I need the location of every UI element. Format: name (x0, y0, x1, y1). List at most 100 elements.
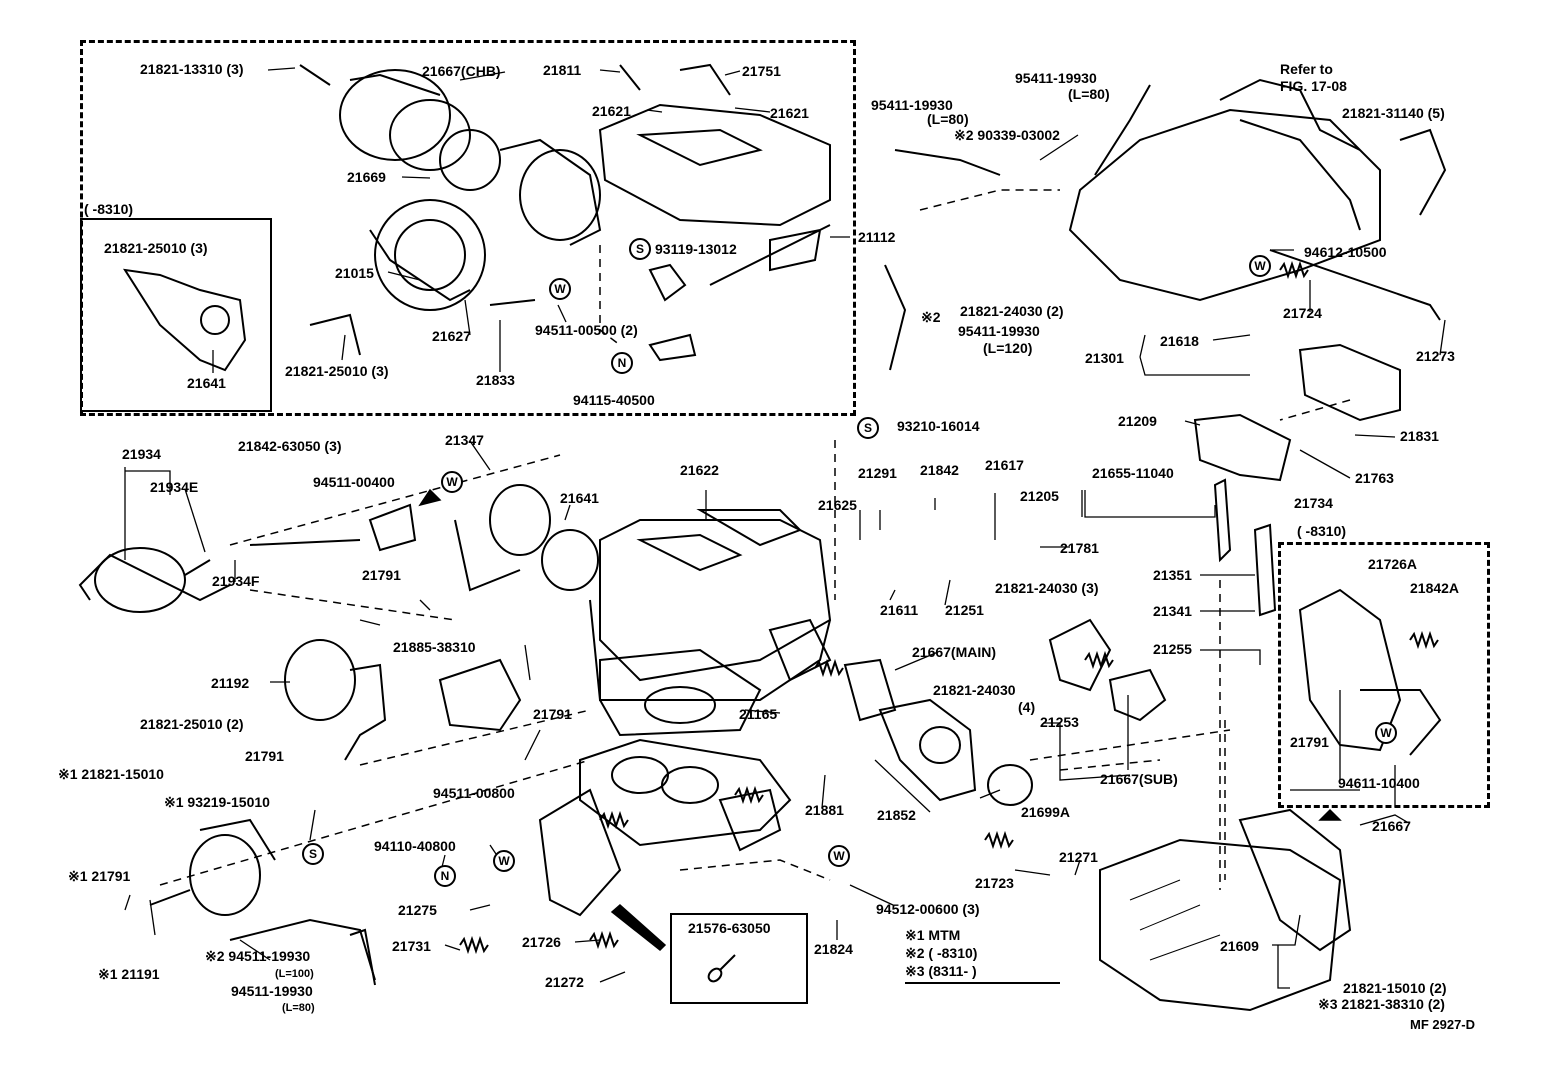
part-label: 21781 (1060, 540, 1099, 556)
needle-valve-drawing (1213, 478, 1277, 617)
w-mark-circle: W (1249, 255, 1271, 277)
part-label: (L=120) (983, 340, 1033, 356)
part-label: 21791 (533, 706, 572, 722)
part-label: 21621 (592, 103, 631, 119)
part-label: 21726 (522, 934, 561, 950)
part-label: 21641 (187, 375, 226, 391)
part-label: 94110-40800 (374, 838, 456, 854)
w-mark-circle: W (441, 471, 463, 493)
part-label: 21842-63050 (3) (238, 438, 342, 454)
part-label: 21341 (1153, 603, 1192, 619)
part-label: 21699A (1021, 804, 1071, 820)
part-label: 93210-16014 (897, 418, 980, 434)
part-label: ※1 21791 (68, 868, 131, 884)
part-label: 21821-24030 (2) (960, 303, 1064, 319)
part-label: 21112 (858, 229, 896, 245)
switch-drawing (1298, 343, 1401, 422)
part-label: 94511-00800 (433, 785, 515, 801)
n-mark-circle: N (434, 865, 456, 887)
part-label: 21667(CHB) (422, 63, 501, 79)
part-label: ※2 94511-19930 (205, 948, 311, 964)
part-label: 94512-00600 (3) (876, 901, 980, 917)
part-label: 21731 (392, 938, 431, 954)
vacuum-actuator-drawing (149, 818, 376, 981)
part-label: 21667 (1372, 818, 1411, 834)
float-drawing (1193, 413, 1292, 482)
part-label: 21015 (335, 265, 374, 281)
part-label: 21347 (445, 432, 484, 448)
springs-drawing (459, 260, 1439, 955)
part-label: 21622 (680, 462, 719, 478)
part-label: 21724 (1283, 305, 1322, 321)
part-label: 21821-25010 (3) (104, 240, 208, 256)
part-label: 21791 (1290, 734, 1329, 750)
part-label: 21833 (476, 372, 515, 388)
carburetor-body-drawing (454, 484, 832, 701)
w-mark-circle: W (549, 278, 571, 300)
legend: ※1 MTM ※2 ( -8310) ※3 (8311- ) (905, 927, 1060, 985)
part-label: 21824 (814, 941, 853, 957)
part-label: 21842A (1410, 580, 1460, 596)
part-label: 21723 (975, 875, 1014, 891)
part-label: 94611-10400 (1338, 775, 1420, 791)
assembly-lines (159, 189, 1351, 890)
legend-text: ( -8310) (928, 945, 978, 961)
part-label: 21255 (1153, 641, 1192, 657)
part-label: (L=80) (927, 111, 969, 127)
part-label: 93119-13012 (655, 241, 737, 257)
part-label: 21821-13310 (3) (140, 61, 244, 77)
legend-text: (8311- ) (928, 963, 977, 979)
part-label: 94612-10500 (1304, 244, 1387, 260)
part-label: 21821-15010 (2) (1343, 980, 1447, 996)
part-label: 21791 (245, 748, 284, 764)
part-label: 21209 (1118, 413, 1157, 429)
part-label: 21627 (432, 328, 471, 344)
part-label: 21885-38310 (393, 639, 476, 655)
w-mark-circle: W (828, 845, 850, 867)
w-mark-circle: W (1375, 722, 1397, 744)
part-label: 21831 (1400, 428, 1439, 444)
legend-text: MTM (928, 927, 961, 943)
part-label: 21272 (545, 974, 584, 990)
right-box-header: ( -8310) (1297, 523, 1347, 539)
link-drawing (648, 263, 697, 362)
upper-left-box-header: ( -8310) (84, 201, 134, 217)
part-label: ※2 90339-03002 (954, 127, 1060, 143)
s-mark-circle: S (857, 417, 879, 439)
s-mark-circle: S (629, 238, 651, 260)
w-mark-circle: W (493, 850, 515, 872)
n-mark-circle: N (611, 352, 633, 374)
hose-drawing (884, 84, 1151, 371)
part-label: 95411-19930 (871, 97, 953, 113)
diagram-code: MF 2927-D (1410, 1017, 1476, 1032)
inset-box-upper-left (80, 218, 272, 412)
choke-housing-drawing (299, 64, 602, 311)
part-label: 21192 (211, 675, 250, 691)
part-label: (L=100) (275, 968, 314, 980)
legend-mark: ※1 (905, 927, 925, 943)
part-label: 21617 (985, 457, 1024, 473)
part-label: 21291 (858, 465, 897, 481)
part-label: 21842 (920, 462, 959, 478)
part-label: 21934E (150, 479, 199, 495)
inset-part-label: 21576-63050 (688, 920, 771, 936)
part-label: 21625 (818, 497, 857, 513)
part-label: 95411-19930 (958, 323, 1040, 339)
part-label: (L=80) (1068, 86, 1110, 102)
part-label: 21751 (742, 63, 781, 79)
refer-to-figure: FIG. 17-08 (1280, 78, 1347, 94)
part-label: 21821-31140 (5) (1342, 105, 1445, 121)
part-label: 94511-00400 (313, 474, 395, 490)
leader-lines (124, 67, 1446, 989)
part-label: 95411-19930 (1015, 70, 1097, 86)
part-label: 21251 (945, 602, 984, 618)
part-label: 94115-40500 (573, 392, 655, 408)
inset-gasket-drawing (122, 268, 247, 372)
part-label: 21641 (560, 490, 599, 506)
inset-box-bottom (670, 913, 808, 1004)
s-mark-circle: S (302, 843, 324, 865)
part-label: 21852 (877, 807, 916, 823)
part-label: 21667(MAIN) (912, 644, 997, 660)
part-label: 21271 (1059, 849, 1098, 865)
part-label: 21726A (1368, 556, 1418, 572)
